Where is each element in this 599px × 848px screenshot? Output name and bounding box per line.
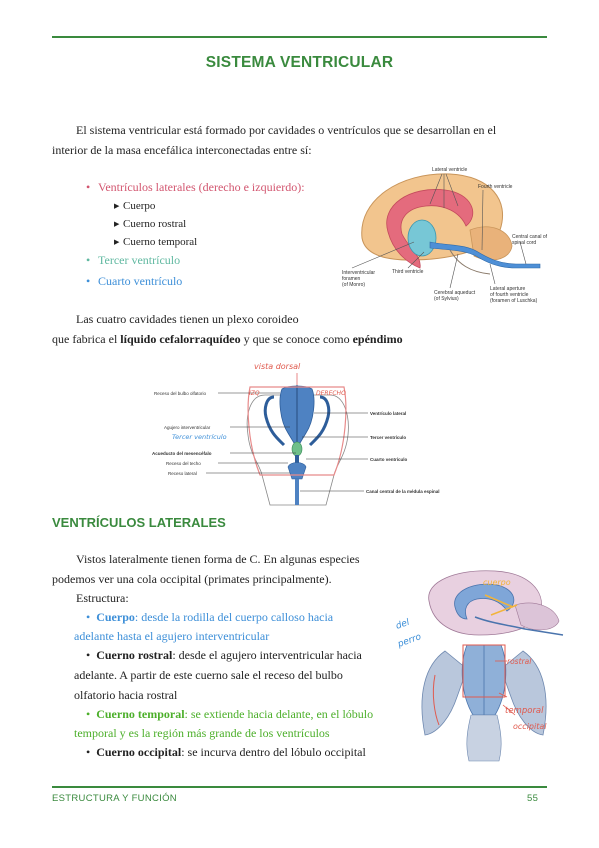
temporal-line-1: • Cuerno temporal: se extiende hacia del…: [86, 707, 374, 721]
intro-line-2: interior de la masa encefálica intercone…: [52, 143, 312, 157]
footer-section-name: ESTRUCTURA Y FUNCIÓN: [52, 793, 177, 804]
label-receso-techo: Receso del techo: [166, 461, 201, 466]
label-cuarto-ventriculo: Cuarto ventrículo: [370, 457, 408, 462]
rostral-line-3: olfatorio hacia rostral: [74, 688, 178, 702]
temporal-line-2: temporal y es la región más grande de lo…: [74, 726, 330, 740]
hand-derecho: DERECHO: [316, 390, 346, 397]
label-receso-bulbo: Receso del bulbo olfatorio: [154, 391, 207, 396]
lateral-ventricle-diagram: Lateral ventricle Fourth ventricle Centr…: [342, 167, 548, 304]
page-title: SISTEMA VENTRICULAR: [205, 54, 394, 71]
label-lateral-aperture-2: of fourth ventricle: [490, 292, 529, 298]
label-tercer-ventriculo: Tercer ventrículo: [370, 435, 406, 440]
hand-vista-dorsal: vista dorsal: [254, 362, 301, 371]
label-central-canal-2: spinal cord: [512, 240, 536, 246]
cuerpo-line-2: adelante hasta el agujero interventricul…: [74, 629, 270, 643]
label-aqueduct-2: (of Sylvius): [434, 296, 459, 302]
plexo-line-2: que fabrica el líquido cefalorraquídeo y…: [52, 332, 403, 346]
label-receso-lateral: Receso lateral: [168, 471, 197, 476]
hand-temporal: temporal: [505, 706, 544, 716]
dorsal-view-diagram: vista dorsal DERECHO IZQ Tercer ventrícu…: [152, 362, 440, 506]
list-item-lateral: •Ventrículos laterales (derecho e izquie…: [86, 180, 305, 194]
bottom-rule: [52, 786, 547, 788]
label-agujero: Agujero interventricular: [164, 425, 211, 430]
hand-rostral: rostral: [507, 657, 532, 666]
label-interventricular-3: (of Monro): [342, 282, 365, 288]
label-fourth-ventricle: Fourth ventricle: [478, 184, 513, 190]
label-interventricular-2: foramen: [342, 276, 361, 282]
hand-cuerpo: cuerpo: [483, 578, 511, 587]
label-lateral-aperture-1: Lateral aperture: [490, 286, 526, 292]
occipital-line: • Cuerno occipital: se incurva dentro de…: [86, 745, 366, 759]
label-canal-central: Canal central de la médula espinal: [366, 489, 440, 494]
vl-line-1: Vistos lateralmente tienen forma de C. E…: [76, 552, 360, 566]
list-item-fourth: •Cuarto ventrículo: [86, 274, 183, 288]
sub-item-rostral: ▶Cuerno rostral: [114, 218, 187, 230]
rostral-line-2: adelante. A partir de este cuerno sale e…: [74, 668, 343, 682]
label-interventricular-1: Interventricular: [342, 270, 375, 276]
vl-line-2: podemos ver una cola occipital (primates…: [52, 572, 332, 586]
top-rule: [52, 36, 547, 38]
intro-line-1: El sistema ventricular está formado por …: [76, 123, 497, 137]
rostral-line-1: • Cuerno rostral: desde el agujero inter…: [86, 648, 362, 662]
sub-item-cuerpo: ▶Cuerpo: [114, 200, 156, 212]
page-number: 55: [527, 793, 539, 804]
label-lateral-aperture-3: (foramen of Luschka): [490, 298, 538, 304]
estructura-label: Estructura:: [76, 591, 129, 605]
dog-ventricles-diagram: cuerpo del perro rostral temporal occipi…: [395, 570, 564, 762]
hand-perro: perro: [396, 632, 424, 650]
plexo-line-1: Las cuatro cavidades tienen un plexo cor…: [76, 312, 299, 326]
label-central-canal-1: Central canal of: [512, 234, 548, 240]
sub-item-temporal: ▶Cuerno temporal: [114, 236, 198, 248]
label-lateral-ventricle: Lateral ventricle: [432, 167, 468, 173]
hand-tercer-ventriculo: Tercer ventrículo: [172, 433, 227, 441]
cuerpo-line-1: • Cuerpo: desde la rodilla del cuerpo ca…: [86, 610, 334, 624]
hand-del: del: [395, 618, 411, 632]
label-aqueduct-1: Cerebral aqueduct: [434, 290, 476, 296]
label-ventriculo-lateral: Ventrículo lateral: [370, 411, 406, 416]
hand-occipital: occipital: [513, 722, 547, 731]
hand-izq: IZQ: [249, 390, 260, 397]
label-third-ventricle: Third ventricle: [392, 269, 424, 275]
list-item-third: •Tercer ventrículo: [86, 253, 181, 267]
label-acueducto: Acueducto del mesencéfalo: [152, 451, 212, 456]
section-title-ventriculos-laterales: VENTRÍCULOS LATERALES: [52, 515, 226, 530]
